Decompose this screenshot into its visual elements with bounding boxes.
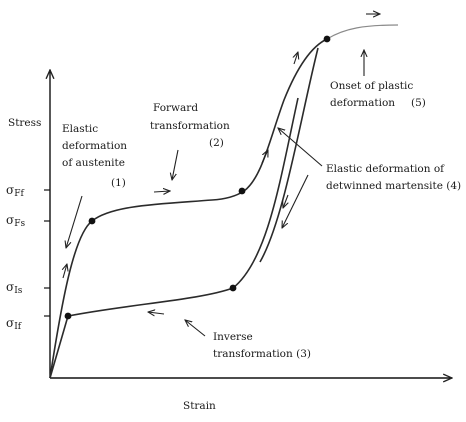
- arrow-forward-right: [153, 191, 170, 192]
- arrow-inverse-left: [148, 312, 165, 314]
- point-end-forward: [238, 187, 246, 195]
- svg-text:transformation: transformation: [150, 120, 230, 132]
- point-end-inverse: [64, 312, 72, 320]
- svg-text:of austenite: of austenite: [62, 157, 125, 169]
- arrow-detwin-up-2: [294, 52, 298, 65]
- svg-text:deformation: deformation: [330, 97, 395, 109]
- svg-text:(1): (1): [111, 177, 126, 189]
- point-plastic-onset: [323, 35, 331, 43]
- svg-text:deformation: deformation: [62, 140, 127, 152]
- plastic-curve: [326, 24, 399, 40]
- unloading-curve-upper: [259, 47, 319, 263]
- svg-text:(2): (2): [209, 137, 224, 149]
- pointer-elastic-austenite: [66, 195, 83, 248]
- pointer-detwinned-b: [282, 174, 309, 228]
- svg-text:detwinned martensite (4): detwinned martensite (4): [326, 180, 461, 192]
- pointer-forward: [172, 149, 179, 180]
- svg-text:transformation (3): transformation (3): [213, 348, 311, 360]
- final-elastic-unloading: [49, 315, 69, 379]
- svg-text:Elastic deformation of: Elastic deformation of: [326, 163, 445, 175]
- x-axis-label: Strain: [183, 400, 216, 412]
- sigma-if-label: σIf: [6, 316, 22, 332]
- y-axis-label: Stress: [8, 117, 41, 129]
- svg-text:(5): (5): [411, 97, 426, 109]
- svg-text:Forward: Forward: [153, 102, 198, 114]
- sigma-is-label: σIs: [6, 280, 23, 296]
- annotation-forward-transformation: Forward transformation (2): [150, 102, 230, 149]
- svg-text:Onset of plastic: Onset of plastic: [330, 80, 413, 92]
- sigma-ff-label: σFf: [6, 183, 24, 199]
- annotation-detwinned-martensite: Elastic deformation of detwinned martens…: [326, 163, 461, 192]
- point-start-inverse: [229, 284, 237, 292]
- pointer-inverse: [185, 320, 206, 337]
- arrow-detwin-up: [261, 150, 268, 164]
- svg-text:Inverse: Inverse: [213, 331, 253, 343]
- annotation-elastic-austenite: Elastic deformation of austenite (1): [62, 123, 127, 189]
- loading-curve: [49, 38, 328, 379]
- arrow-elastic-up: [63, 264, 67, 279]
- sigma-fs-label: σFs: [6, 213, 25, 229]
- arrow-unload-down: [283, 194, 288, 208]
- annotation-plastic-onset: Onset of plastic deformation (5): [330, 80, 426, 109]
- svg-text:Elastic: Elastic: [62, 123, 98, 135]
- pointer-detwinned-a: [278, 128, 323, 167]
- point-start-forward: [88, 217, 96, 225]
- annotation-inverse-transformation: Inverse transformation (3): [213, 331, 311, 360]
